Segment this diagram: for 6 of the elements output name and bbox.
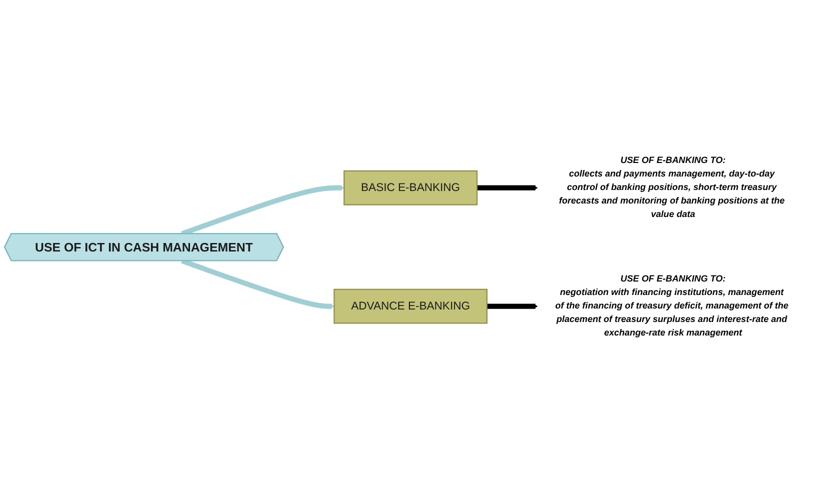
arrow — [477, 185, 538, 190]
arrow — [486, 304, 538, 309]
node-text: USE OF E-BANKING TO: collects and payments management, day-to-day control of banking positions, short-term treasury forecasts and monitoring of banking positions at the value data — [559, 156, 785, 220]
node-text: USE OF E-BANKING TO: negotiation with financing institutions, management of the financing of treasury deficit, management of the placement of treasury surpluses and interest-rate and exchange-rate risk management — [555, 274, 788, 338]
node-box: ADVANCE E-BANKING — [334, 288, 488, 324]
node-box: BASIC E-BANKING — [344, 170, 478, 206]
